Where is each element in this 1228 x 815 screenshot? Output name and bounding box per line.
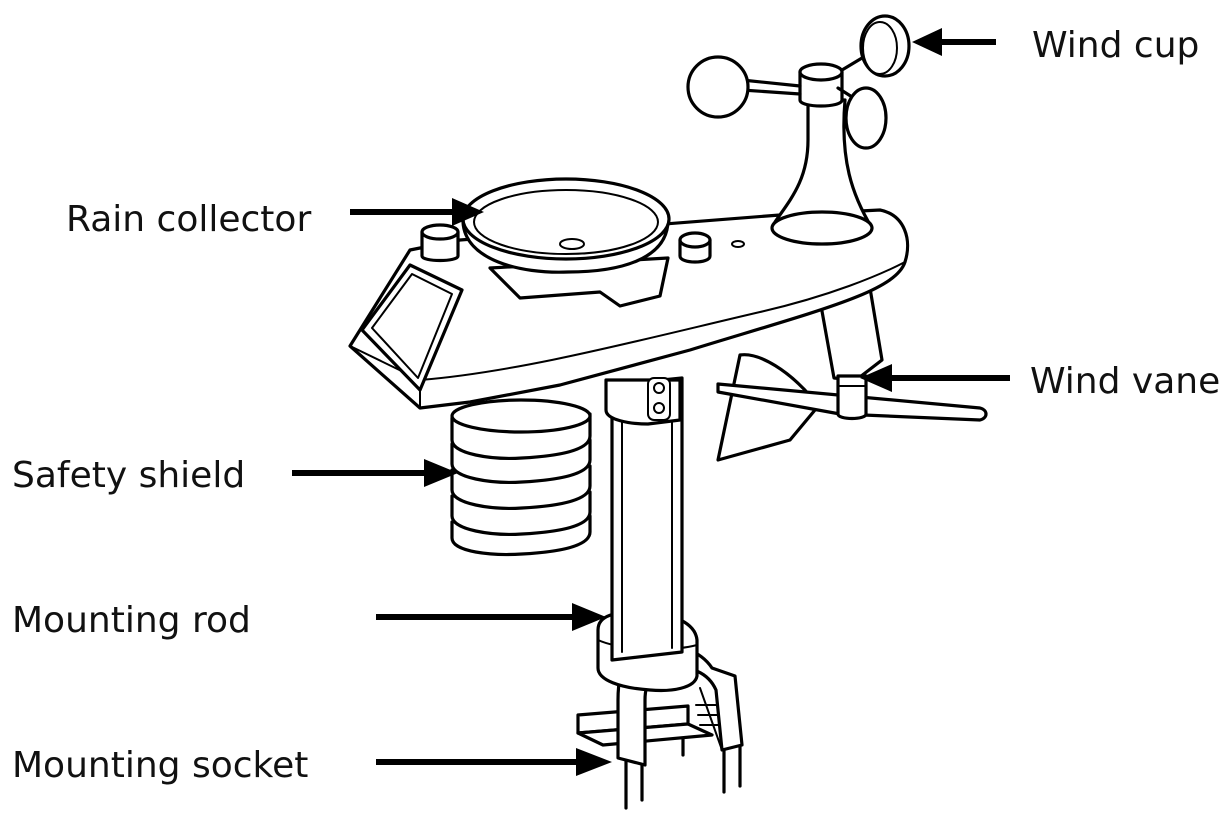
wind-vane [716, 353, 988, 462]
label-wind-cup: Wind cup [1032, 25, 1199, 66]
pointer-arrows [292, 28, 1010, 776]
label-mounting-rod: Mounting rod [12, 600, 251, 641]
rain-collector [461, 177, 671, 274]
label-mounting-socket: Mounting socket [12, 745, 308, 786]
mounting-rod-arrow [376, 603, 606, 631]
wind-vane-arrow [860, 364, 1010, 392]
mounting-socket-arrow [376, 748, 612, 776]
mounting-rod [604, 376, 684, 662]
safety-shield-arrow [292, 459, 458, 487]
label-safety-shield: Safety shield [12, 455, 245, 496]
anemometer [686, 14, 911, 246]
label-rain-collector: Rain collector [66, 199, 311, 240]
wind-cup-arrow [912, 28, 996, 56]
safety-shield [450, 398, 592, 557]
rain-collector-arrow [350, 198, 484, 226]
label-wind-vane: Wind vane [1030, 361, 1220, 402]
